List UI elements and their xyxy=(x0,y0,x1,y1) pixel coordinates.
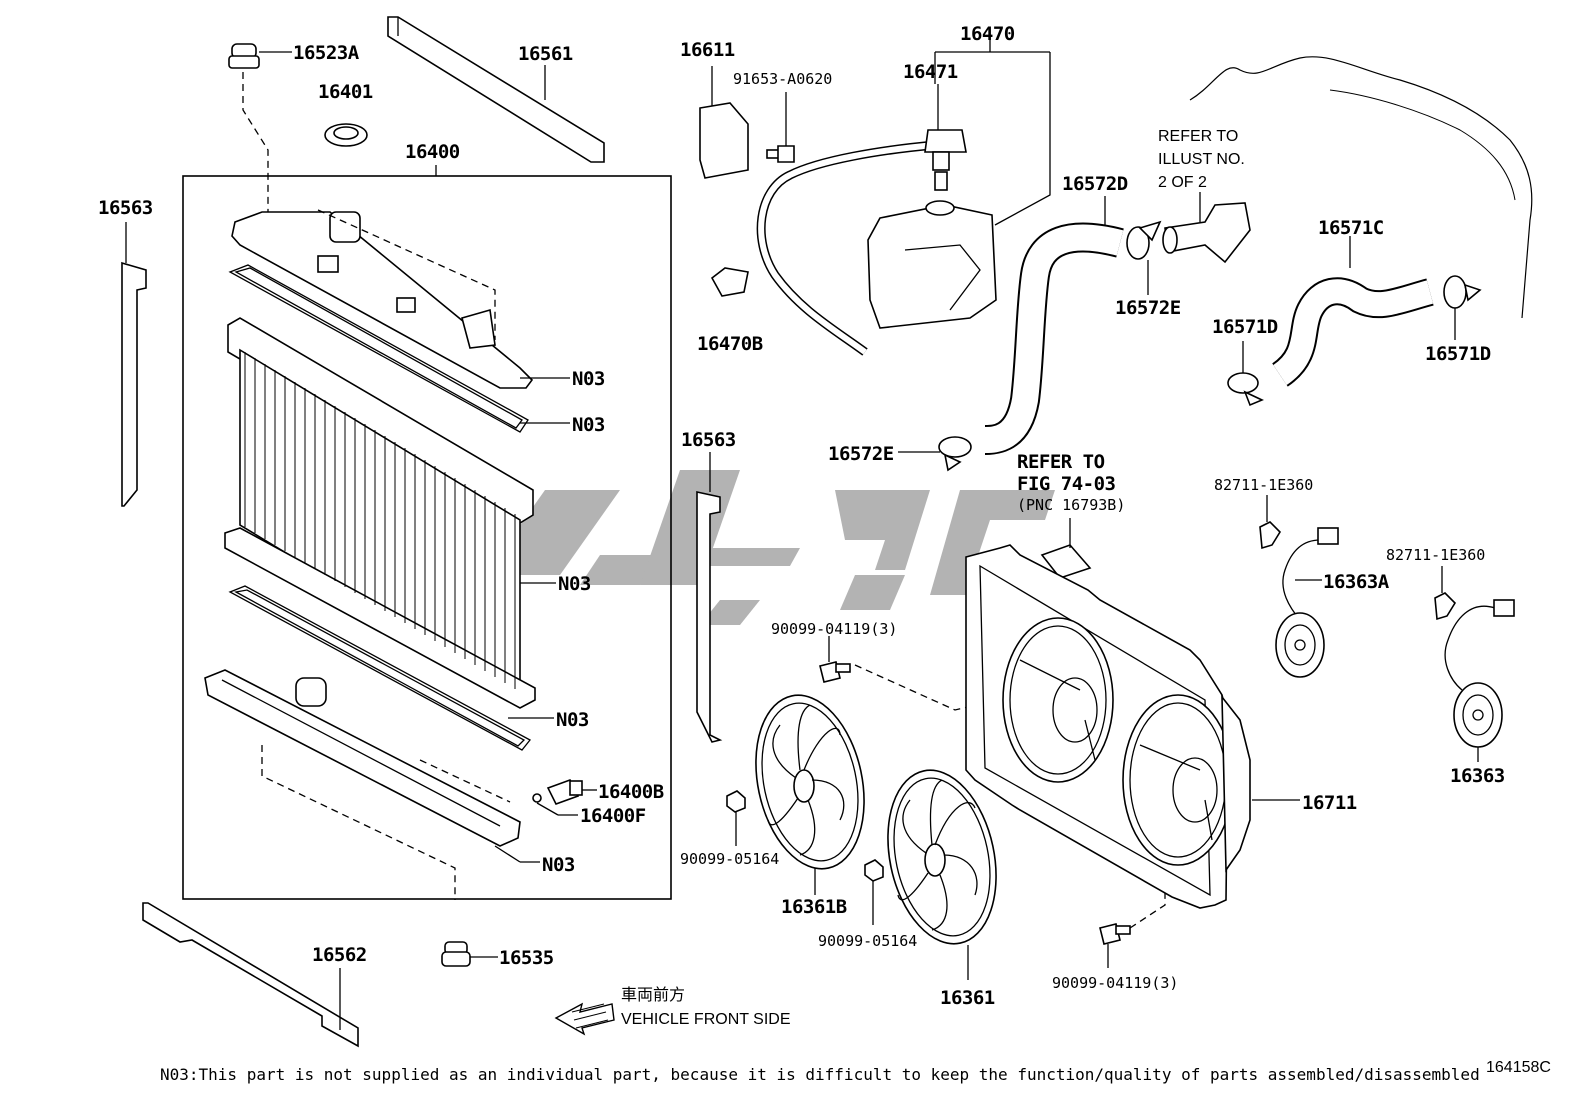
label-16572E-upper: 16572E xyxy=(1115,297,1181,319)
label-n03-5: N03 xyxy=(542,854,575,876)
fan-motor-16363A xyxy=(1275,527,1339,678)
label-82711-a: 82711-1E360 xyxy=(1214,476,1313,494)
label-16563-left: 16563 xyxy=(98,197,153,219)
outlet-housing xyxy=(1162,202,1251,264)
refer-illust-line3: 2 OF 2 xyxy=(1158,174,1207,191)
label-16363A: 16363A xyxy=(1323,571,1390,593)
label-16562: 16562 xyxy=(312,944,367,966)
radiator-core xyxy=(224,317,536,709)
label-16611: 16611 xyxy=(680,39,735,61)
reservoir-cap-16471 xyxy=(924,129,967,191)
clip-82711-b xyxy=(1434,592,1457,621)
cushion-16535 xyxy=(441,941,471,967)
label-90099-04119-b: 90099-04119(3) xyxy=(1052,974,1178,992)
radiator-assembly-frame xyxy=(182,175,672,900)
label-n03-3: N03 xyxy=(558,573,591,595)
label-n03-2: N03 xyxy=(572,414,605,436)
lower-tank xyxy=(204,669,521,847)
label-n03-4: N03 xyxy=(556,709,589,731)
fan-16361 xyxy=(887,769,997,945)
engine-outline xyxy=(1189,56,1533,319)
o-ring-16400F xyxy=(532,793,542,803)
label-16470B: 16470B xyxy=(697,333,763,355)
radiator-cap-16401 xyxy=(324,123,368,147)
label-16471: 16471 xyxy=(903,61,958,83)
refer-fig-line1: REFER TO xyxy=(1017,451,1105,473)
nut-90099-05164-b xyxy=(864,859,884,882)
label-90099-04119-a: 90099-04119(3) xyxy=(771,620,897,638)
label-16563-mid: 16563 xyxy=(681,429,736,451)
bracket-16611 xyxy=(699,102,749,179)
seal-16563-mid xyxy=(696,491,723,743)
clip-16470B xyxy=(710,267,749,297)
bolt-91653 xyxy=(766,145,795,163)
label-91653: 91653-A0620 xyxy=(733,70,832,88)
label-16361B: 16361B xyxy=(781,896,847,918)
hose-16572D xyxy=(984,222,1124,455)
upper-gasket xyxy=(228,264,529,433)
label-16572D: 16572D xyxy=(1062,173,1128,195)
screw-90099-04119-b xyxy=(1099,923,1131,945)
label-16401: 16401 xyxy=(318,81,373,103)
drain-cock-16400B xyxy=(546,779,583,805)
clamp-16571D-right xyxy=(1443,275,1482,309)
footnote-n03: N03:This part is not supplied as an indi… xyxy=(160,1065,1480,1084)
label-90099-05164-b: 90099-05164 xyxy=(818,932,917,950)
label-16400F: 16400F xyxy=(580,805,646,827)
nut-90099-05164-a xyxy=(726,790,746,813)
label-16561: 16561 xyxy=(518,43,573,65)
label-16470: 16470 xyxy=(960,23,1015,45)
label-16571D-right: 16571D xyxy=(1425,343,1491,365)
clamp-16572E-upper xyxy=(1126,220,1162,260)
label-16400: 16400 xyxy=(405,141,460,163)
label-16361: 16361 xyxy=(940,987,995,1009)
clip-82711-a xyxy=(1259,521,1282,550)
label-16523A: 16523A xyxy=(293,42,360,64)
label-16711: 16711 xyxy=(1302,792,1357,814)
clamp-16571D-left xyxy=(1227,372,1264,407)
label-16571C: 16571C xyxy=(1318,217,1384,239)
refer-fig-line2: FIG 74-03 xyxy=(1017,473,1116,495)
diagram-code: 164158C xyxy=(1486,1059,1551,1076)
label-16400B: 16400B xyxy=(598,781,664,803)
front-direction-arrow-icon xyxy=(554,1002,615,1036)
drain-plug-16523A xyxy=(228,43,260,69)
lower-gasket xyxy=(228,585,531,751)
fan-16361B xyxy=(755,694,865,870)
label-16572E-lower: 16572E xyxy=(828,443,894,465)
refer-illust-line1: REFER TO xyxy=(1158,128,1238,145)
screw-90099-04119-a xyxy=(819,661,851,683)
label-n03-1: N03 xyxy=(572,368,605,390)
label-16363: 16363 xyxy=(1450,765,1505,787)
fan-motor-16363 xyxy=(1444,599,1515,748)
label-16571D-left: 16571D xyxy=(1212,316,1278,338)
label-90099-05164-a: 90099-05164 xyxy=(680,850,779,868)
label-plate xyxy=(1040,544,1092,579)
fan-shroud-16711 xyxy=(965,544,1251,909)
seal-16562 xyxy=(142,902,359,1048)
label-16535: 16535 xyxy=(499,947,554,969)
refer-fig-line3: (PNC 16793B) xyxy=(1017,496,1125,514)
clamp-16572E-lower xyxy=(938,436,972,472)
refer-illust-line2: ILLUST NO. xyxy=(1158,151,1245,168)
label-82711-b: 82711-1E360 xyxy=(1386,546,1485,564)
seal-16563-left xyxy=(121,261,147,507)
reservoir-16470 xyxy=(867,200,997,329)
upper-tank xyxy=(231,211,534,389)
direction-label-en: VEHICLE FRONT SIDE xyxy=(621,1011,791,1028)
direction-label-jp: 車両前方 xyxy=(621,986,685,1004)
